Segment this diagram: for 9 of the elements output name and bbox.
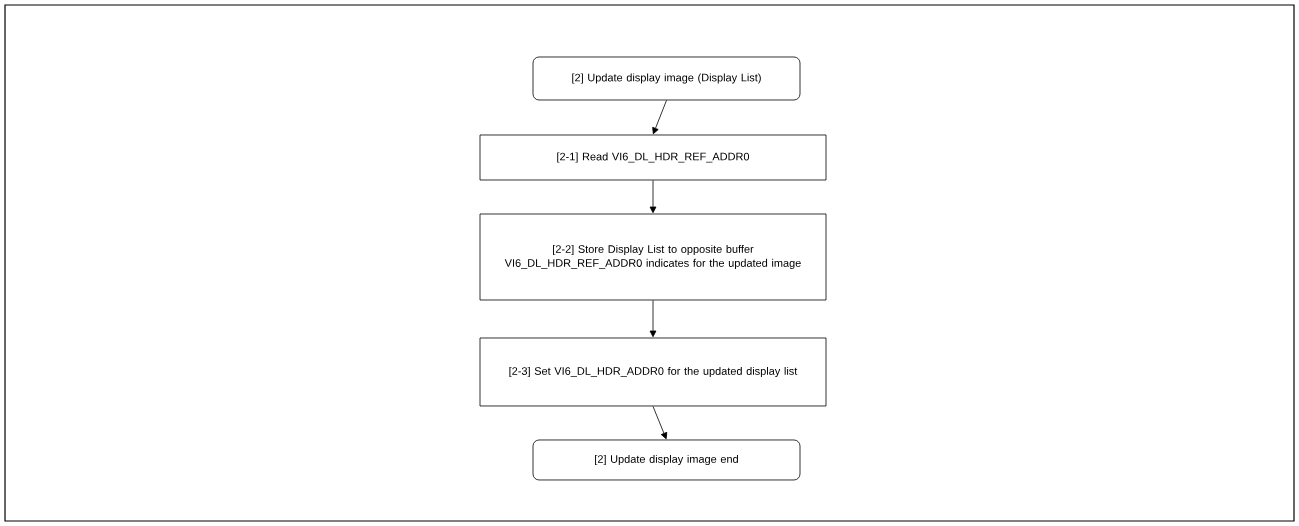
arrow	[649, 180, 657, 214]
terminal-box: [2] Update display image (Display List)	[532, 56, 801, 101]
arrow	[652, 406, 668, 440]
terminal-box: [2] Update display image end	[532, 439, 801, 481]
process-box: [2-2] Store Display List to opposite buffer VI6_DL_HDR_REF_ADDR0 indicates for the updated image	[479, 213, 827, 301]
process-box: [2-1] Read VI6_DL_HDR_REF_ADDR0	[479, 134, 827, 181]
arrow	[649, 300, 657, 338]
arrow	[652, 100, 667, 135]
process-box: [2-3] Set VI6_DL_HDR_ADDR0 for the updated display list	[479, 337, 827, 407]
